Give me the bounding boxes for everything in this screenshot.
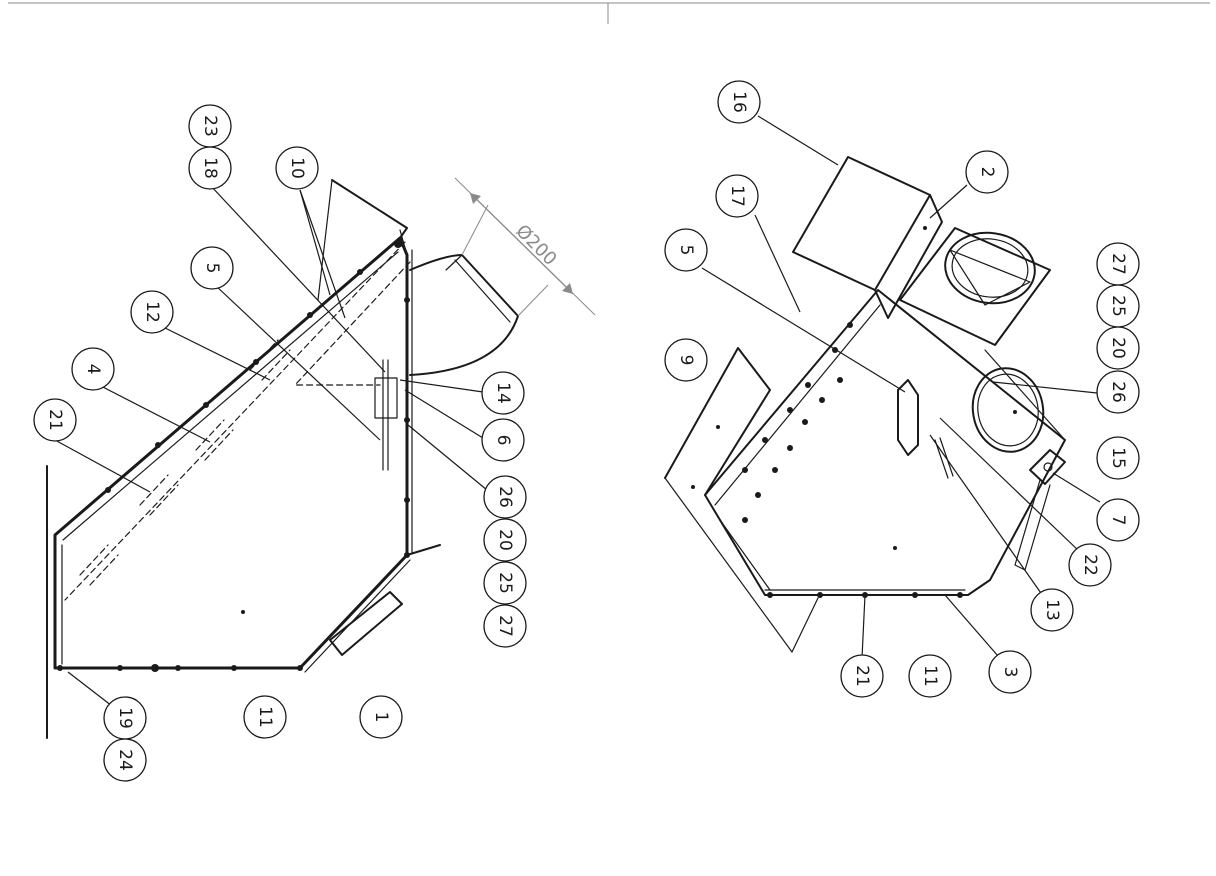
balloon-7: 7 (1096, 498, 1140, 542)
balloon-19: 19 (103, 696, 147, 740)
balloon-21: 21 (840, 654, 884, 698)
svg-text:7: 7 (1108, 515, 1128, 526)
svg-text:13: 13 (1042, 599, 1062, 621)
dimension-label: Ø200 (511, 221, 560, 270)
svg-text:14: 14 (493, 382, 513, 404)
balloon-21: 21 (33, 398, 77, 442)
svg-text:21: 21 (852, 665, 872, 687)
svg-text:25: 25 (1108, 295, 1128, 317)
balloon-27: 27 (1096, 242, 1140, 286)
svg-text:24: 24 (115, 749, 135, 771)
svg-text:17: 17 (727, 185, 747, 207)
balloon-2: 2 (965, 150, 1009, 194)
right-view-balloons: 16 2 17 5 27 25 20 26 9 15 7 22 13 21 11… (664, 80, 1140, 698)
balloon-4: 4 (71, 347, 115, 391)
balloon-10: 10 (275, 146, 319, 190)
svg-text:16: 16 (729, 91, 749, 113)
svg-text:5: 5 (676, 245, 696, 256)
svg-text:2: 2 (977, 167, 997, 178)
balloon-14: 14 (481, 371, 525, 415)
balloon-20: 20 (483, 518, 527, 562)
balloon-5: 5 (664, 228, 708, 272)
svg-text:26: 26 (1108, 381, 1128, 403)
svg-text:15: 15 (1108, 447, 1128, 469)
balloon-3: 3 (988, 650, 1032, 694)
balloon-11: 11 (908, 654, 952, 698)
balloon-1: 1 (359, 695, 403, 739)
svg-text:25: 25 (495, 572, 515, 594)
balloon-18: 18 (188, 146, 232, 190)
right-view-leaders (701, 115, 1101, 659)
balloon-16: 16 (717, 80, 761, 124)
svg-text:11: 11 (255, 706, 275, 728)
svg-text:9: 9 (676, 355, 696, 366)
balloon-26: 26 (1096, 370, 1140, 414)
balloon-20: 20 (1096, 326, 1140, 370)
svg-text:20: 20 (495, 529, 515, 551)
balloon-5: 5 (190, 246, 234, 290)
svg-text:12: 12 (142, 301, 162, 323)
svg-text:19: 19 (115, 707, 135, 729)
svg-text:27: 27 (1108, 253, 1128, 275)
svg-text:1: 1 (371, 712, 391, 723)
svg-text:6: 6 (493, 435, 513, 446)
svg-text:4: 4 (83, 364, 103, 375)
balloon-11: 11 (243, 695, 287, 739)
balloon-26: 26 (483, 475, 527, 519)
left-view-leaders (54, 184, 488, 707)
balloon-24: 24 (103, 738, 147, 782)
svg-text:10: 10 (287, 157, 307, 179)
balloon-25: 25 (1096, 284, 1140, 328)
svg-text:3: 3 (1000, 667, 1020, 678)
left-view-balloons: 23 18 10 5 12 4 21 14 6 26 20 25 27 11 1… (33, 104, 561, 782)
svg-text:23: 23 (200, 115, 220, 137)
svg-text:26: 26 (495, 486, 515, 508)
balloon-12: 12 (130, 290, 174, 334)
balloon-17: 17 (715, 174, 759, 218)
svg-text:11: 11 (920, 665, 940, 687)
balloon-15: 15 (1096, 436, 1140, 480)
balloon-6: 6 (481, 418, 525, 462)
sheet-border (8, 2, 1210, 24)
svg-text:18: 18 (200, 157, 220, 179)
left-view-geometry (46, 177, 596, 739)
svg-text:20: 20 (1108, 337, 1128, 359)
balloon-22: 22 (1068, 543, 1112, 587)
balloon-25: 25 (483, 561, 527, 605)
svg-text:27: 27 (495, 615, 515, 637)
balloon-13: 13 (1030, 588, 1074, 632)
right-view-geometry (664, 156, 1066, 653)
svg-text:21: 21 (45, 409, 65, 431)
balloon-27: 27 (483, 604, 527, 648)
svg-text:5: 5 (202, 263, 222, 274)
balloon-23: 23 (188, 104, 232, 148)
svg-text:22: 22 (1080, 554, 1100, 576)
balloon-9: 9 (664, 338, 708, 382)
